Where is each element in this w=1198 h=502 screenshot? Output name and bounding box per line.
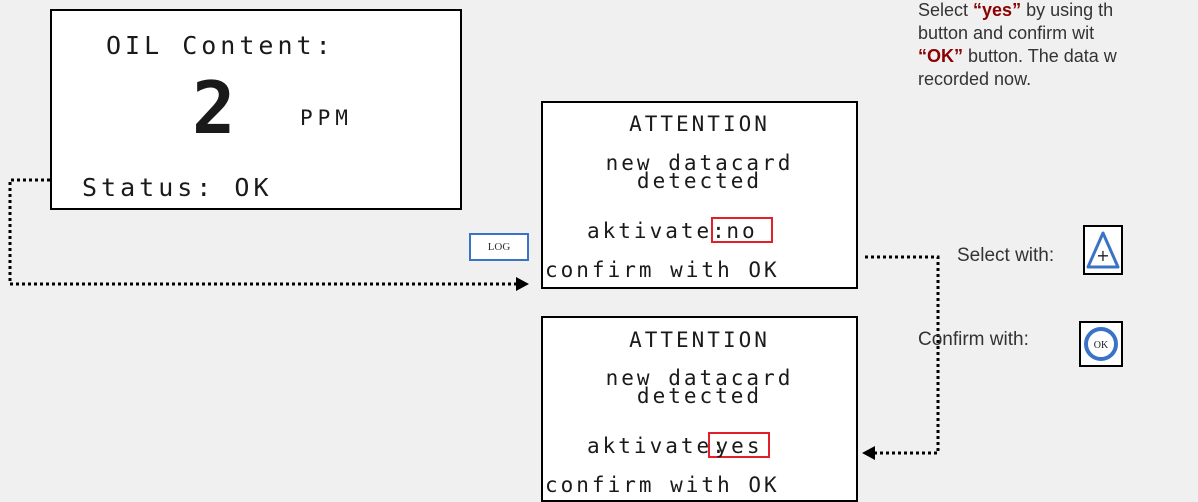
ok-emphasis: “OK”	[918, 46, 963, 66]
oil-content-value: 2	[192, 66, 236, 150]
arrowhead-left	[862, 446, 875, 460]
attention-title: ATTENTION	[629, 112, 770, 136]
aktivate-value-no: no	[726, 219, 758, 243]
ok-circle-icon[interactable]: OK	[1079, 321, 1123, 367]
aktivate-value-no-box[interactable]: no	[711, 217, 773, 243]
log-button[interactable]: LOG	[469, 233, 529, 261]
oil-status: Status: OK	[82, 173, 273, 202]
attention-screen-yes: ATTENTION new datacard detected aktivate…	[541, 316, 858, 502]
arrow-oil-to-attention	[8, 178, 520, 286]
instruction-line-2: button and confirm wit	[918, 23, 1095, 43]
oil-content-unit: PPM	[300, 106, 353, 130]
instruction-line-4: recorded now.	[918, 69, 1032, 89]
svg-text:+: +	[1096, 246, 1109, 265]
aktivate-value-yes-box[interactable]: yes	[708, 432, 770, 458]
aktivate-value-yes: yes	[715, 434, 763, 458]
detected-text: detected	[636, 169, 763, 193]
aktivate-label: aktivate:	[587, 219, 728, 243]
attention-screen-no: ATTENTION new datacard detected aktivate…	[541, 101, 858, 289]
confirm-with-ok-text: confirm with OK	[545, 258, 780, 282]
oil-content-screen: OIL Content: 2 PPM Status: OK	[50, 9, 462, 210]
new-datacard-text: new datacard	[605, 151, 794, 175]
plus-triangle-icon[interactable]: +	[1083, 225, 1123, 275]
yes-emphasis: “yes”	[973, 0, 1022, 20]
svg-text:OK: OK	[1094, 340, 1109, 351]
attention-title: ATTENTION	[629, 328, 770, 352]
detected-text: detected	[636, 384, 763, 408]
instruction-line-1: Select “yes” by using th	[918, 0, 1114, 20]
instruction-line-3: “OK” button. The data w	[918, 46, 1117, 66]
new-datacard-text: new datacard	[605, 366, 794, 390]
aktivate-label: aktivate:	[587, 434, 728, 458]
oil-content-title: OIL Content:	[106, 31, 335, 60]
confirm-with-ok-text: confirm with OK	[545, 473, 780, 497]
arrowhead-right	[516, 277, 529, 291]
confirm-with-label: Confirm with:	[918, 329, 1029, 350]
arrow-no-to-yes	[865, 255, 940, 455]
select-with-label: Select with:	[957, 245, 1055, 266]
